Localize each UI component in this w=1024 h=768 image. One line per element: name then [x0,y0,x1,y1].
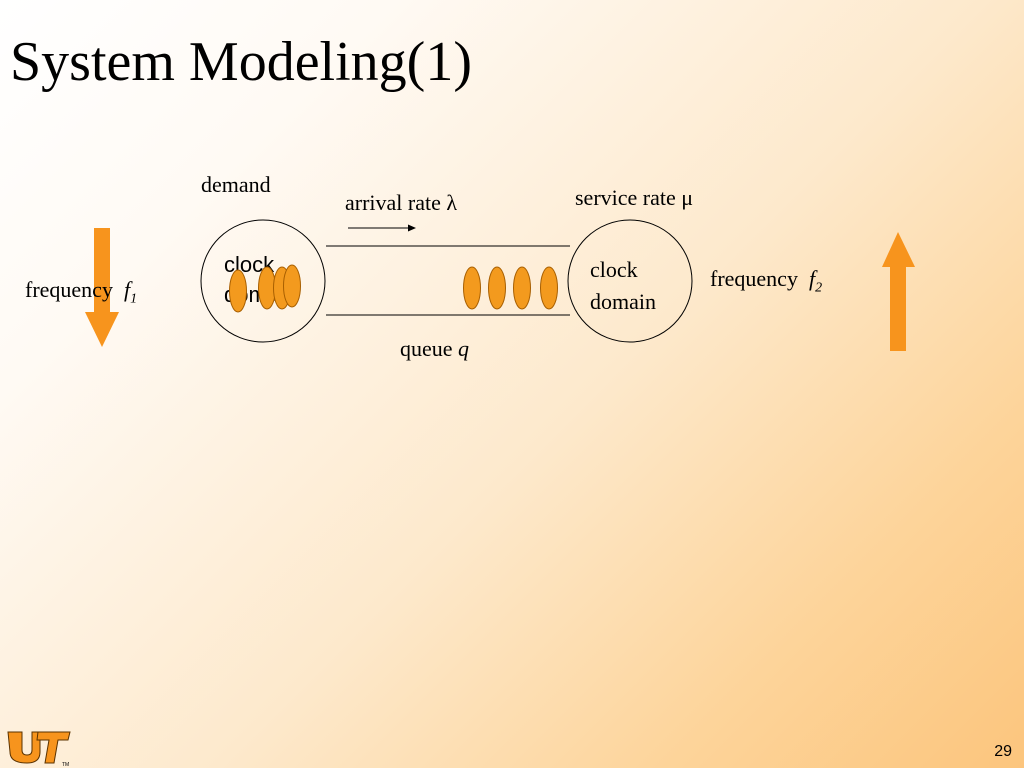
queue-item [540,266,558,310]
demand-label: demand [201,172,271,197]
left-clock-domain-circle [200,219,326,343]
right-frequency-text: frequency [710,266,798,291]
slide-title: System Modeling(1) [10,31,472,93]
demand-item [229,269,247,313]
arrival-arrow [348,224,416,232]
service-rate-label: service rate μ [575,185,694,210]
frequency-down-arrow [85,228,119,347]
demand-item [283,264,301,308]
logo-trademark: TM [62,762,69,768]
right-clock-domain-label: clock domain [590,254,656,318]
left-frequency-subscript: 1 [130,291,138,307]
left-frequency-label: frequency f1 [25,279,137,306]
demand-items [229,264,301,313]
queue-item [513,266,531,310]
left-frequency-text: frequency [25,277,113,302]
queued-items [463,266,558,310]
ut-logo: TM [7,731,71,768]
right-domain-line1: clock [590,257,638,282]
right-domain-line2: domain [590,289,656,314]
queue-symbol: q [458,336,470,361]
right-frequency-subscript: 2 [815,280,823,296]
arrival-rate-label: arrival rate λ [345,190,458,215]
queue-label: queue q [400,338,469,360]
left-frequency-symbol: f [123,277,131,302]
right-frequency-symbol: f [808,266,816,291]
right-clock-domain-circle [567,219,693,343]
frequency-up-arrow [882,232,915,351]
page-number: 29 [994,743,1012,760]
queue-item [488,266,506,310]
queue-item [463,266,481,310]
demand-item [258,266,276,310]
queue-text: queue [400,336,453,361]
right-frequency-label: frequency f2 [710,268,822,295]
